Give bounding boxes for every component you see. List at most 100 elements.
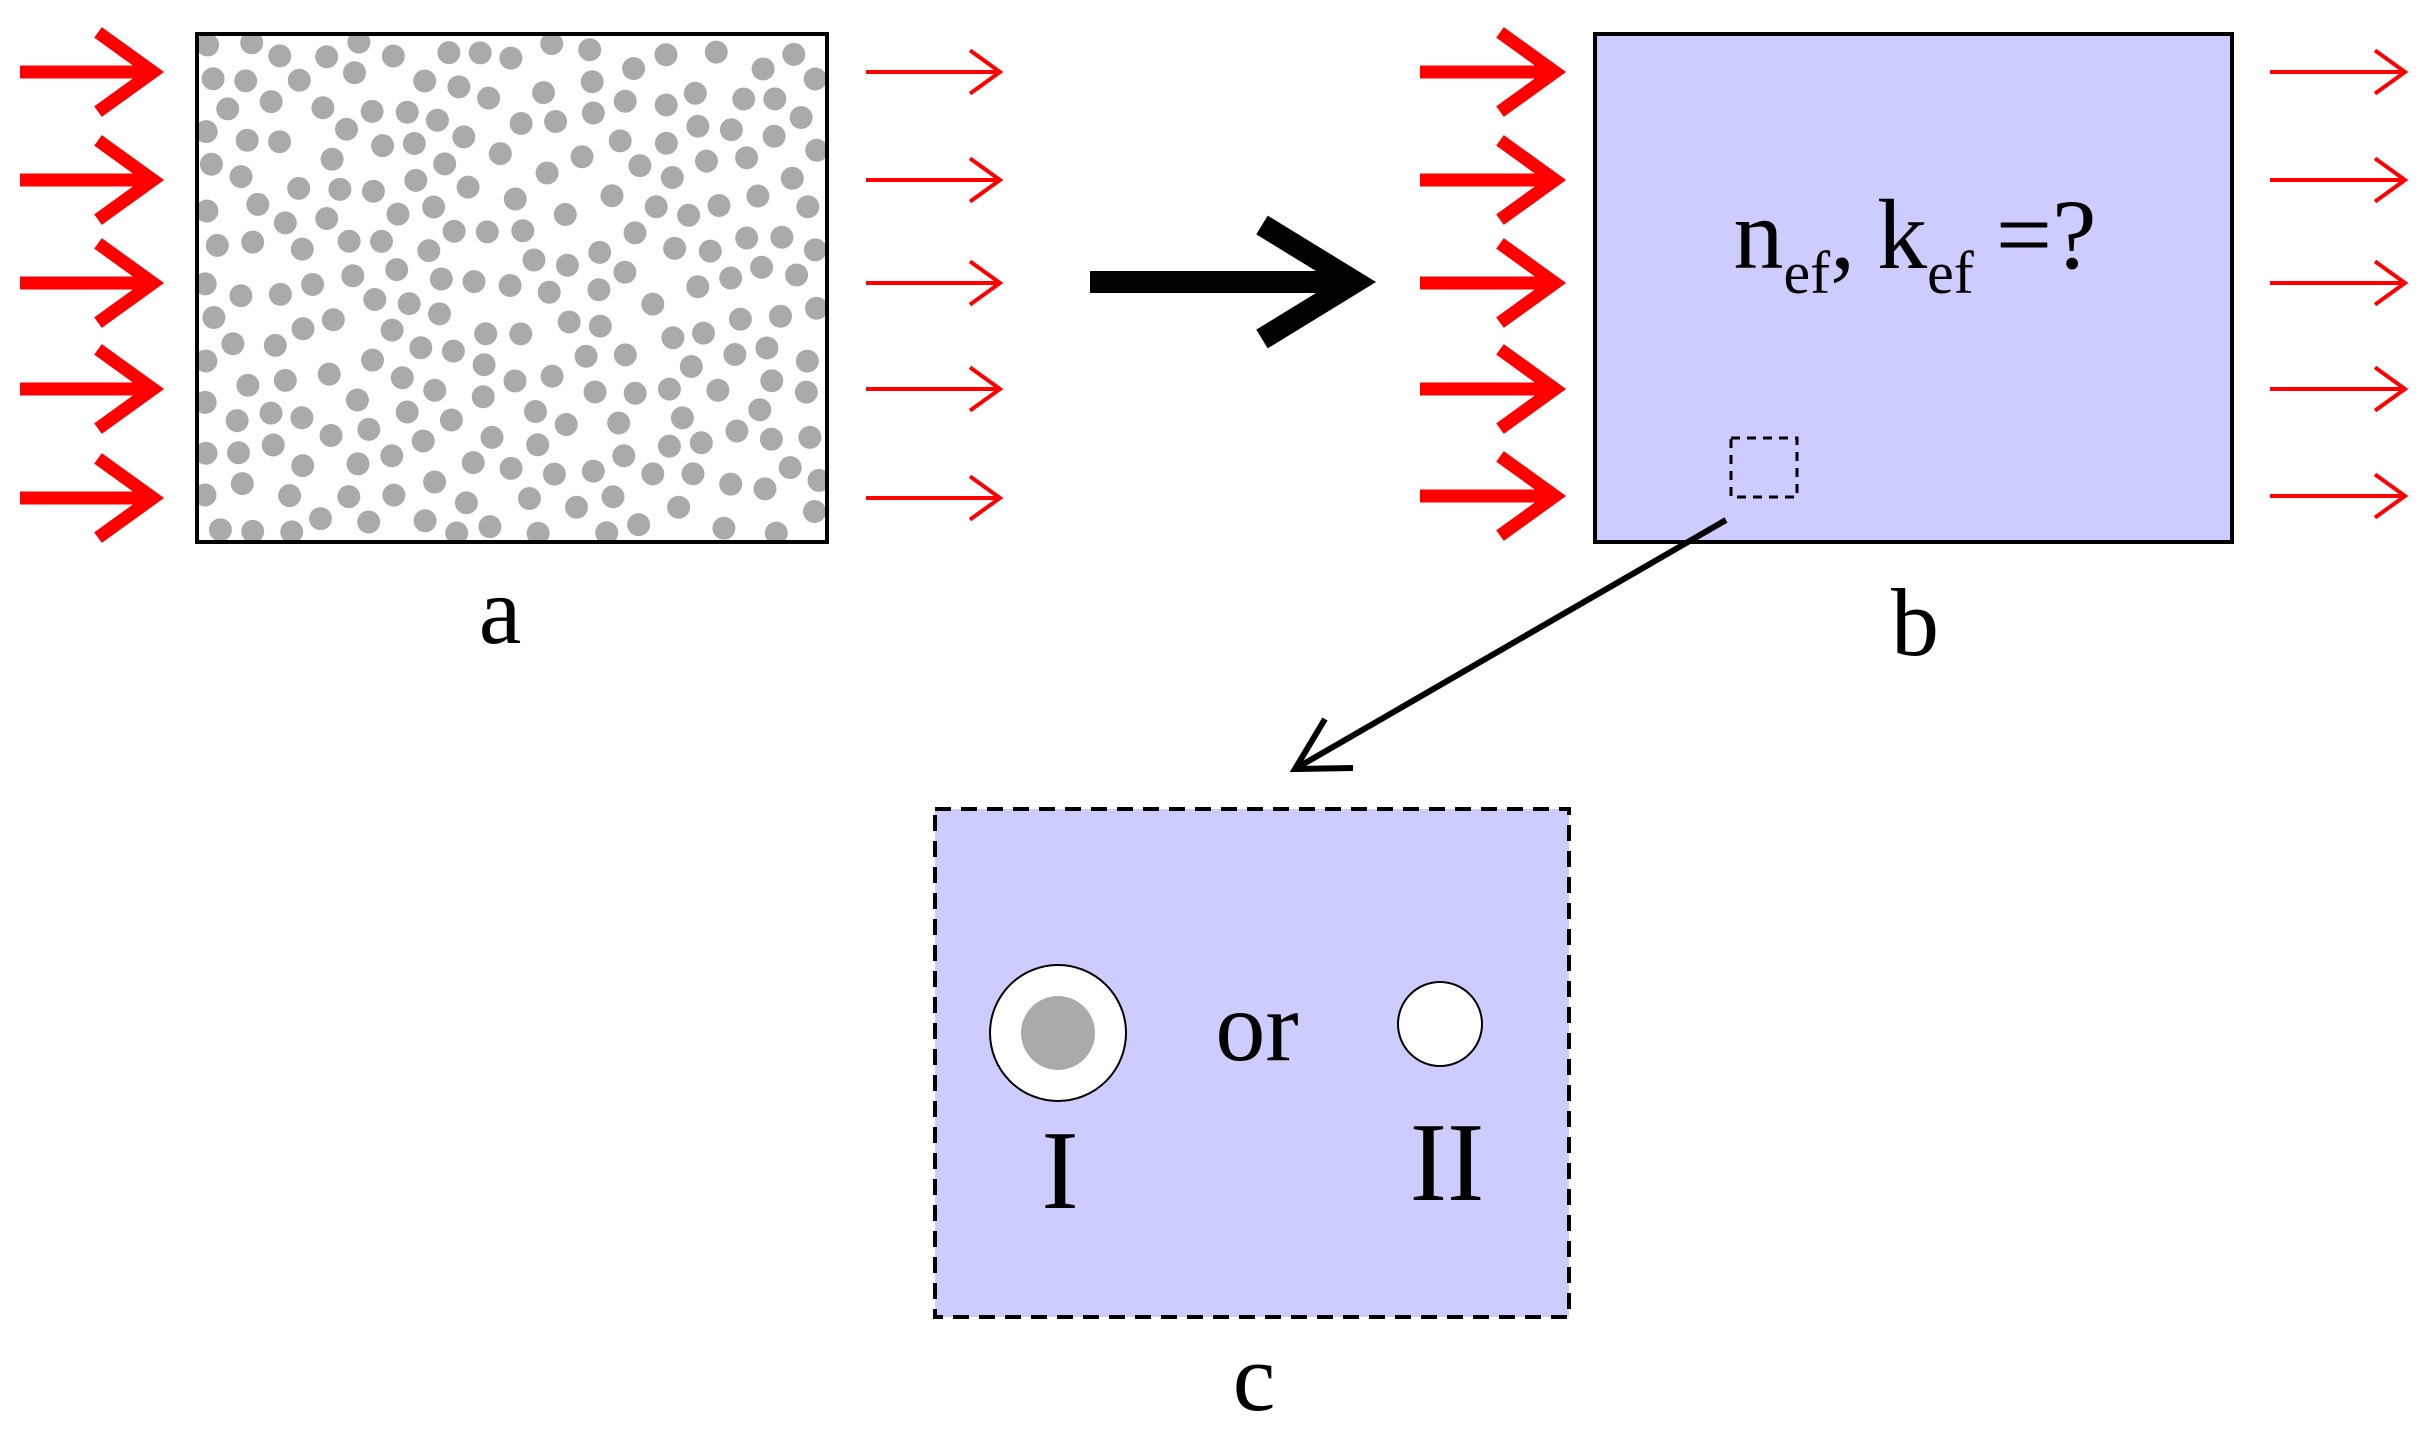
particle: [725, 419, 749, 443]
particle: [477, 86, 501, 110]
particle: [229, 165, 253, 189]
particle: [627, 513, 651, 537]
particle: [347, 34, 371, 54]
particle: [805, 138, 827, 162]
particle: [321, 308, 345, 332]
particle: [535, 161, 559, 185]
particle: [301, 273, 325, 296]
particle: [319, 424, 343, 447]
particle: [499, 46, 523, 70]
particle: [468, 41, 492, 65]
plain-particle-icon: [1397, 981, 1483, 1067]
particle: [385, 258, 409, 282]
particle: [677, 203, 701, 227]
particle: [234, 69, 258, 93]
particle: [769, 304, 792, 328]
option-I-label: I: [1041, 1109, 1078, 1233]
panel-a-box-outline: [195, 32, 829, 544]
particle: [311, 96, 335, 120]
particle: [719, 472, 743, 496]
particle: [461, 451, 485, 475]
particle: [503, 369, 527, 393]
transmitted-arrow-b-5: [2270, 472, 2409, 520]
particle: [565, 495, 588, 519]
particle: [583, 380, 607, 404]
particle: [197, 483, 217, 507]
panel-c: or I II c: [933, 807, 1571, 1431]
particle: [532, 81, 555, 105]
transmitted-arrow-b-3: [2270, 259, 2409, 307]
particle: [429, 267, 453, 291]
particle: [807, 468, 827, 492]
equals-question: =?: [1996, 179, 2097, 290]
particle: [357, 510, 381, 534]
particle: [343, 61, 366, 85]
particle: [728, 307, 752, 331]
particle: [413, 69, 437, 93]
particle: [613, 89, 637, 113]
particle: [428, 302, 451, 326]
particle: [315, 207, 339, 230]
panel-a: a: [20, 27, 1004, 664]
panel-c-box: [933, 807, 1571, 1319]
particle: [225, 409, 249, 433]
particle: [441, 339, 465, 363]
incident-arrow-b-3: [1420, 238, 1567, 328]
particle: [780, 166, 804, 190]
particle: [778, 456, 802, 480]
particle: [471, 385, 495, 409]
particle: [805, 296, 827, 320]
particle: [197, 34, 220, 57]
particle: [402, 132, 426, 155]
panel-c-label: c: [1233, 1324, 1276, 1431]
particle: [719, 118, 743, 142]
particle: [370, 229, 393, 253]
transmitted-arrow-a-2: [866, 156, 1004, 204]
particle: [447, 75, 471, 99]
particle: [735, 226, 759, 250]
particle: [601, 485, 625, 509]
particle: [395, 100, 419, 124]
particle: [423, 470, 447, 494]
particle: [230, 472, 254, 496]
particle: [346, 452, 370, 476]
plain-particle: [1397, 981, 1483, 1067]
particle: [796, 195, 820, 219]
particle: [437, 41, 461, 65]
particle: [197, 120, 218, 144]
particle: [315, 45, 339, 69]
particle: [686, 114, 710, 138]
particle: [360, 99, 384, 123]
panel-b: nef,kef=? b: [1420, 27, 2409, 676]
particle: [397, 292, 421, 316]
n-subscript: ef: [1783, 240, 1830, 306]
particle: [268, 130, 292, 154]
transmitted-arrow-a-3: [866, 259, 1004, 307]
panel-a-transmitted-arrows: [866, 48, 1004, 522]
incident-arrow-b-1: [1420, 27, 1567, 117]
particle: [595, 521, 619, 542]
particle: [789, 106, 813, 129]
particle: [803, 238, 827, 262]
particle: [246, 192, 270, 216]
particle: [259, 401, 283, 425]
particle: [361, 348, 384, 372]
panel-a-incident-arrows: [20, 27, 165, 543]
particle: [698, 239, 722, 263]
transmitted-arrow-a-1: [866, 48, 1004, 96]
particle: [278, 484, 302, 508]
particle: [291, 454, 315, 478]
particle: [522, 248, 546, 272]
particle: [511, 219, 535, 243]
incident-arrow-b-4: [1420, 344, 1567, 434]
particle: [404, 168, 428, 192]
particle: [751, 57, 775, 81]
particle: [770, 225, 794, 249]
or-connector: or: [1215, 971, 1298, 1082]
particle: [795, 349, 819, 373]
particle: [442, 219, 466, 243]
particle: [268, 44, 292, 68]
particle: [341, 264, 365, 288]
particle: [480, 425, 504, 449]
particle: [526, 521, 550, 542]
